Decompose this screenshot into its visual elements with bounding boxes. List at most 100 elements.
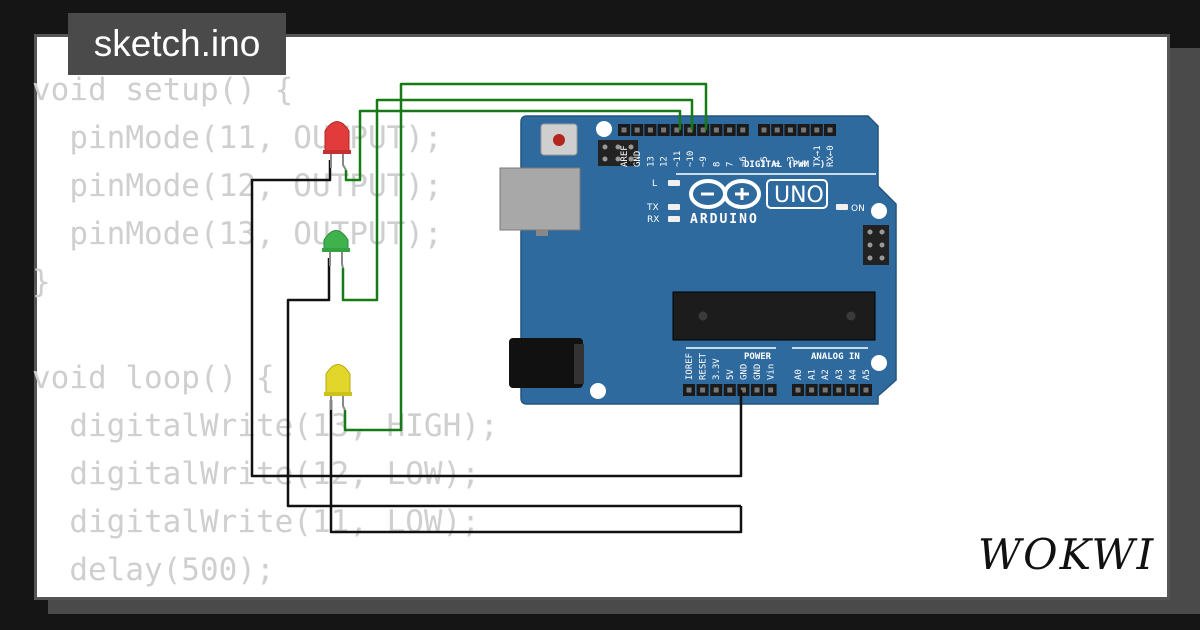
pin-label: A1: [808, 369, 818, 380]
arduino-logo: [689, 179, 761, 209]
pin-hole: [809, 387, 815, 393]
code-line: void setup() {: [32, 72, 294, 108]
usb-connector: [499, 167, 581, 231]
pin-label: A5: [862, 369, 872, 380]
pin-hole: [727, 387, 733, 393]
pin-hole: [727, 127, 733, 133]
pin-hole: [801, 127, 807, 133]
wokwi-logo-text: WOKWI: [978, 530, 1155, 579]
led-body-green: [323, 230, 349, 251]
rx-led: [668, 216, 680, 222]
pin-hole: [713, 127, 719, 133]
code-line: void loop() {: [32, 360, 275, 396]
pin-label: 5V: [726, 369, 736, 380]
power-label: POWER: [744, 352, 772, 362]
brand-label: ARDUINO: [690, 212, 759, 227]
pin-hole: [754, 387, 760, 393]
wire-pin12-green[interactable]: [341, 98, 694, 302]
code-editor[interactable]: void setup() { pinMode(11, OUTPUT); pinM…: [32, 66, 499, 594]
led-rim-red: [323, 150, 351, 154]
pin-label: GND: [739, 364, 749, 380]
led-rim-green: [322, 248, 350, 252]
pin-label: AREF: [620, 145, 630, 167]
wires: [250, 82, 743, 534]
pin-hole: [863, 387, 869, 393]
l-led: [668, 180, 680, 186]
on-led: [836, 204, 848, 210]
pin-hole: [836, 387, 842, 393]
mounting-hole: [871, 203, 887, 219]
wire-gnd-green[interactable]: [286, 258, 741, 508]
power-jack: [509, 338, 583, 388]
led-red[interactable]: [323, 121, 351, 171]
pin-label: 8: [712, 162, 722, 167]
pin-hole: [647, 127, 653, 133]
wire-pin11-red[interactable]: [344, 109, 682, 182]
code-line: digitalWrite(11, LOW);: [32, 504, 480, 540]
led-yellow[interactable]: [324, 364, 352, 411]
pin-label: A0: [794, 369, 804, 380]
model-label: UNO: [774, 183, 824, 208]
tx-led-label: TX: [646, 203, 659, 213]
chip-notch: [698, 311, 708, 321]
rx-led-label: RX: [647, 215, 659, 225]
pin-hole: [621, 127, 627, 133]
uno-badge: [766, 179, 828, 209]
pin-hole: [634, 127, 640, 133]
pin-hole: [686, 387, 692, 393]
pin-label: ~11: [673, 151, 683, 167]
pin-hole: [740, 127, 746, 133]
led-green[interactable]: [322, 230, 350, 269]
code-line: pinMode(13, OUTPUT);: [32, 216, 443, 252]
pin-hole: [700, 127, 706, 133]
pin-hole: [740, 387, 746, 393]
wire-pin13-yellow[interactable]: [343, 82, 708, 432]
mounting-hole: [590, 383, 606, 399]
pin-label: 13: [646, 156, 656, 167]
pin-label: Vin: [767, 364, 777, 380]
usb-tab: [536, 230, 548, 236]
pin-hole: [761, 127, 767, 133]
pin-hole: [774, 127, 780, 133]
led-body-yellow: [325, 364, 351, 395]
pin-label: RX←0: [826, 145, 836, 167]
pin-label: 4: [773, 162, 783, 167]
pin-label: TX→1: [813, 145, 823, 167]
pin-hole: [700, 387, 706, 393]
pin-hole: [713, 387, 719, 393]
pin-label: A2: [821, 369, 831, 380]
pin-label: GND: [753, 364, 763, 380]
file-tab-label: sketch.ino: [93, 23, 261, 64]
pin-label: ~6: [739, 156, 749, 167]
file-tab[interactable]: sketch.ino: [68, 13, 286, 75]
chip-dot: [846, 311, 856, 321]
digital-label: DIGITAL (PWM ~): [744, 160, 825, 170]
pin-hole: [768, 387, 774, 393]
pin-label: ~9: [699, 156, 709, 167]
code-line: digitalWrite(12, LOW);: [32, 456, 480, 492]
pin-hole: [787, 127, 793, 133]
pin-hole: [827, 127, 833, 133]
pin-label: GND: [633, 151, 643, 167]
wokwi-logo[interactable]: WOKWI: [976, 524, 1156, 584]
l-led-label: L: [652, 179, 657, 189]
pin-label: 7: [726, 162, 736, 167]
pin-label: ~5: [760, 156, 770, 167]
pin-hole: [674, 127, 680, 133]
pin-hole: [814, 127, 820, 133]
wire-gnd-yellow[interactable]: [329, 400, 743, 534]
icsp-header: [598, 140, 638, 166]
code-line: }: [32, 264, 51, 300]
wire-gnd-red[interactable]: [250, 160, 743, 478]
pin-label: 3.3V: [712, 358, 722, 380]
pin-label: A3: [835, 369, 845, 380]
code-line: delay(500);: [32, 552, 275, 588]
pin-label: A4: [848, 369, 858, 380]
pin-label: RESET: [699, 352, 709, 380]
pin-label: 12: [660, 156, 670, 167]
mounting-hole: [871, 355, 887, 371]
